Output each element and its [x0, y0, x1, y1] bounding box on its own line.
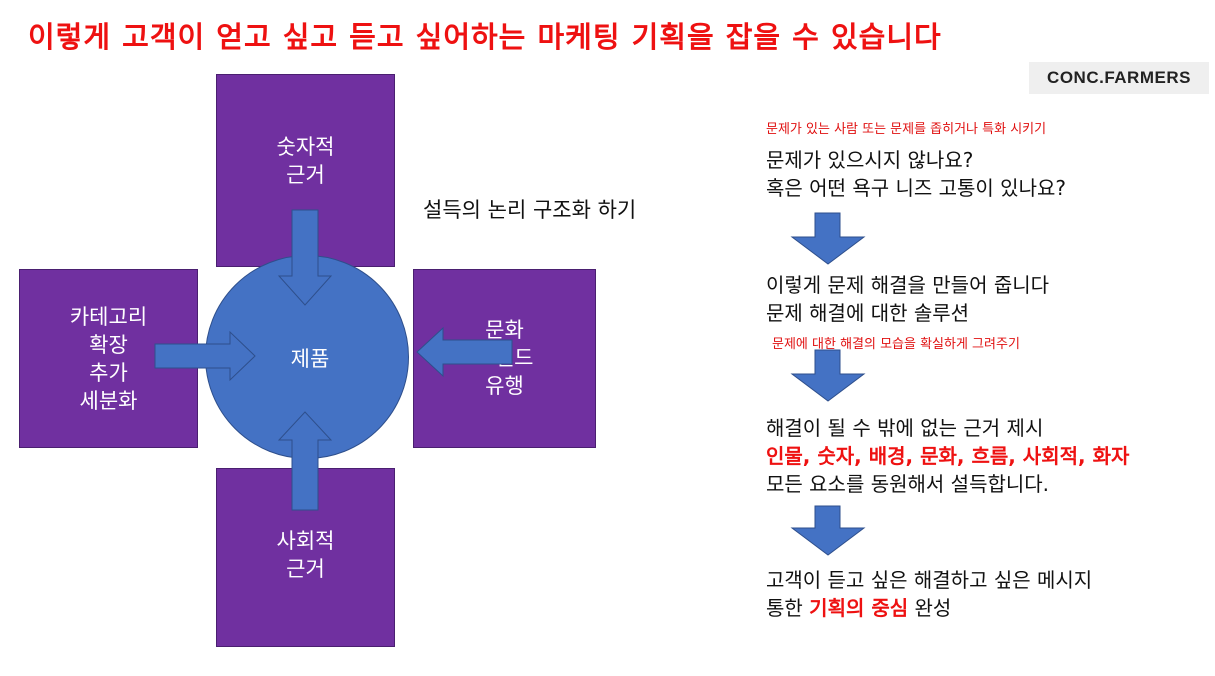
box-line: 유행: [485, 374, 524, 398]
step-solution: 이렇게 문제 해결을 만들어 줍니다 문제 해결에 대한 솔루션: [766, 271, 1049, 327]
step-line: 이렇게 문제 해결을 만들어 줍니다: [766, 273, 1050, 297]
flow-arrow-3-icon: [790, 505, 866, 556]
planning-core: 기획의 중심: [809, 596, 909, 620]
arrow-left-icon: [416, 326, 513, 378]
step-line: 고객이 듣고 싶은 해결하고 싶은 메시지: [766, 568, 1093, 592]
note-picture-solution: 문제에 대한 해결의 모습을 확실하게 그려주기: [772, 337, 1020, 352]
box-line: 세분화: [79, 389, 138, 413]
product-label: 제품: [290, 347, 330, 371]
evidence-elements: 인물, 숫자, 배경, 문화, 흐름, 사회적, 화자: [766, 444, 1130, 468]
step-text: 완성: [908, 596, 952, 620]
box-line: 카테고리: [69, 305, 148, 329]
step-line: 모든 요소를 동원해서 설득합니다.: [766, 472, 1050, 496]
step-line: 통한 기획의 중심 완성: [766, 594, 1092, 622]
step-line: 해결이 될 수 밖에 없는 근거 제시: [766, 416, 1044, 440]
step-line: 문제 해결에 대한 솔루션: [766, 301, 970, 325]
step-line: 문제가 있으시지 않나요?: [766, 148, 974, 172]
arrow-down-icon: [277, 209, 333, 306]
note-narrow-problem: 문제가 있는 사람 또는 문제를 좁히거나 특화 시키기: [766, 122, 1047, 137]
box-line: 문화: [485, 318, 524, 342]
box-line: 추가: [89, 361, 128, 385]
box-line: 근거: [286, 163, 325, 187]
social-evidence-box: 사회적 근거: [216, 468, 395, 647]
arrow-up-icon: [277, 411, 333, 511]
numeric-evidence-box: 숫자적 근거: [216, 74, 395, 267]
flow-arrow-1-icon: [790, 212, 866, 265]
step-evidence: 해결이 될 수 밖에 없는 근거 제시 인물, 숫자, 배경, 문화, 흐름, …: [766, 414, 1129, 498]
step-line: 혹은 어떤 욕구 니즈 고통이 있나요?: [766, 176, 1067, 200]
flow-arrow-2-icon: [790, 349, 866, 402]
box-line: 숫자적: [276, 135, 335, 159]
logic-caption: 설득의 논리 구조화 하기: [423, 198, 637, 222]
brand-logo: CONC.FARMERS: [1029, 62, 1209, 94]
box-line: 확장: [89, 333, 128, 357]
step-problem: 문제가 있으시지 않나요? 혹은 어떤 욕구 니즈 고통이 있나요?: [766, 146, 1066, 202]
box-line: 사회적: [276, 529, 335, 553]
arrow-right-icon: [154, 330, 256, 382]
page-title: 이렇게 고객이 얻고 싶고 듣고 싶어하는 마케팅 기획을 잡을 수 있습니다: [28, 20, 942, 54]
box-line: 근거: [286, 557, 325, 581]
step-conclusion: 고객이 듣고 싶은 해결하고 싶은 메시지 통한 기획의 중심 완성: [766, 566, 1092, 622]
step-text: 통한: [766, 596, 810, 620]
